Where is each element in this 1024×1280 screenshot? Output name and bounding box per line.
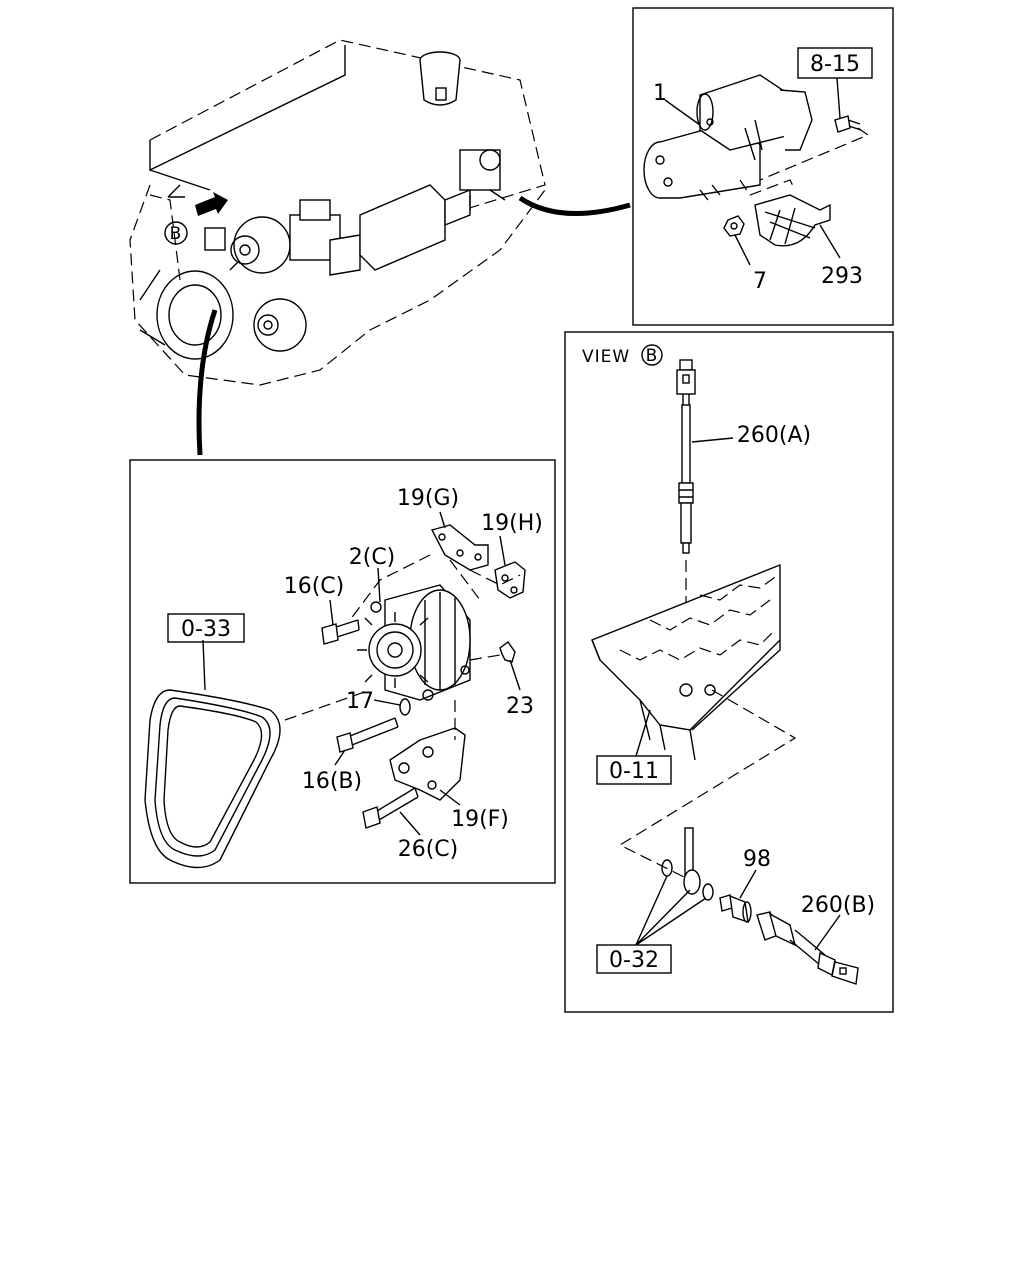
label-0-32: 0-32 bbox=[609, 948, 659, 973]
label-19g: 19(G) bbox=[397, 486, 459, 511]
label-16c: 16(C) bbox=[284, 574, 345, 599]
alternator-panel: 0-33 19(G) 19(H) 2(C) 16(C) 17 23 16(B) … bbox=[129, 459, 556, 884]
label-8-15: 8-15 bbox=[810, 52, 860, 77]
label-2c: 2(C) bbox=[349, 545, 396, 570]
starter-motor bbox=[643, 74, 813, 201]
bolt-16b bbox=[336, 717, 399, 753]
label-260b: 260(B) bbox=[801, 893, 875, 918]
view-b-title-marker: B bbox=[646, 346, 659, 366]
label-293: 293 bbox=[821, 264, 863, 289]
heat-shield-cover bbox=[754, 194, 831, 247]
view-b-marker-letter: B bbox=[170, 224, 183, 244]
label-26c: 26(C) bbox=[398, 837, 459, 862]
leader-to-starter-panel bbox=[518, 195, 631, 216]
engine-overview: B bbox=[129, 39, 631, 456]
label-1: 1 bbox=[653, 81, 667, 106]
view-b-marker: B bbox=[164, 221, 188, 245]
label-98: 98 bbox=[743, 847, 771, 872]
bolt-26c bbox=[362, 787, 419, 829]
crank-pulley bbox=[139, 249, 251, 360]
alternator bbox=[357, 584, 471, 701]
engine-alternator bbox=[204, 199, 341, 274]
starter-bolt bbox=[759, 115, 870, 181]
cylinder-head bbox=[591, 563, 781, 761]
sensor-260b bbox=[756, 911, 859, 985]
label-19h: 19(H) bbox=[481, 511, 543, 536]
label-260a: 260(A) bbox=[737, 423, 811, 448]
oil-filler-cap bbox=[419, 51, 461, 106]
v-belt bbox=[144, 689, 281, 869]
view-b-title: VIEW bbox=[582, 347, 630, 367]
view-arrow bbox=[167, 184, 228, 216]
bolt-98 bbox=[719, 894, 752, 924]
washer-17 bbox=[399, 698, 411, 716]
label-23: 23 bbox=[506, 694, 534, 719]
label-7: 7 bbox=[753, 269, 767, 294]
leader-to-alternator-panel bbox=[196, 309, 218, 456]
engine-pump bbox=[253, 298, 307, 352]
clip-23 bbox=[499, 641, 516, 663]
bracket-19g bbox=[430, 524, 489, 571]
label-0-11: 0-11 bbox=[609, 759, 659, 784]
label-16b: 16(B) bbox=[302, 769, 362, 794]
engine-starter-shaft bbox=[329, 149, 506, 276]
bracket-19f bbox=[389, 727, 466, 801]
label-0-33: 0-33 bbox=[181, 617, 231, 642]
view-b-panel: VIEW B bbox=[564, 331, 894, 1013]
bolt-16c bbox=[321, 619, 360, 645]
label-17: 17 bbox=[346, 689, 374, 714]
starter-panel: 8-15 1 7 293 bbox=[632, 7, 894, 326]
label-19f: 19(F) bbox=[451, 807, 509, 832]
sensor-260a bbox=[676, 359, 696, 554]
starter-nut bbox=[723, 215, 745, 237]
sensor-port bbox=[661, 827, 714, 901]
